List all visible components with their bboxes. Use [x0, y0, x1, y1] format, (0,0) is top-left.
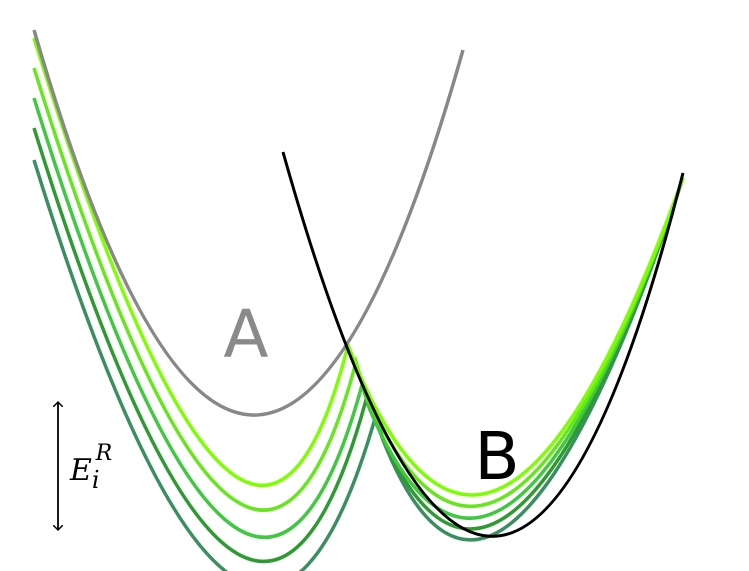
level-curve-5 — [32, 159, 685, 571]
label-a: A — [223, 296, 268, 373]
energy-subscript: i — [92, 466, 100, 494]
energy-superscript: R — [95, 441, 113, 466]
energy-label: EiR — [69, 441, 112, 494]
parabola-b — [281, 151, 685, 538]
label-b: B — [474, 418, 519, 495]
level-curve-3 — [32, 97, 685, 539]
level-curve-2 — [32, 67, 685, 512]
energy-symbol: E — [69, 453, 92, 488]
level-curve-4 — [32, 127, 685, 564]
level-curve-1 — [32, 37, 685, 497]
parabola-a — [32, 29, 465, 417]
